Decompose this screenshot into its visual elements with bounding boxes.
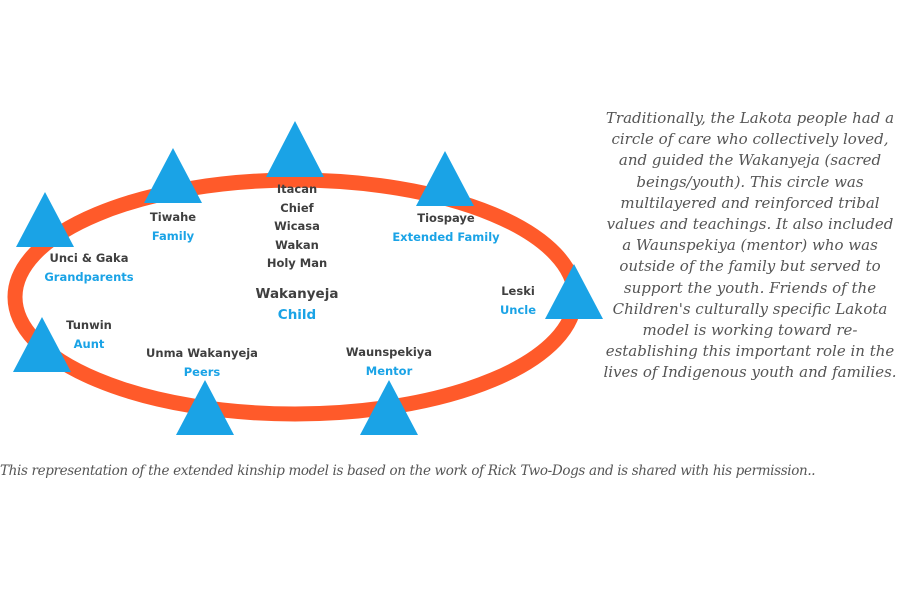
unma-wakanyeja-english-label: Peers <box>183 365 221 379</box>
tiospaye-triangle-icon <box>416 151 474 206</box>
top-stack: Itacan Chief Wicasa Wakan Holy Man <box>267 180 327 273</box>
center-lakota-label: Wakanyeja <box>255 286 339 302</box>
unma-wakanyeja-triangle-icon <box>176 380 234 435</box>
leski-lakota-label: Leski <box>501 284 535 298</box>
tiospaye-english-label: Extended Family <box>392 230 500 244</box>
relation-markers <box>13 121 603 435</box>
caption-text: This representation of the extended kins… <box>0 463 816 479</box>
tiwahe-lakota-label: Tiwahe <box>149 210 197 224</box>
itacan-triangle-icon <box>266 121 324 177</box>
top-stack-line: Chief <box>280 200 314 215</box>
tiwahe-english-label: Family <box>151 229 195 243</box>
top-stack-line: Holy Man <box>266 256 328 270</box>
unci-gaka-english-label: Grandparents <box>44 270 134 284</box>
kinship-diagram <box>7 121 603 435</box>
waunspekiya-triangle-icon <box>360 380 418 435</box>
unci-gaka-lakota-label: Unci & Gaka <box>49 251 129 265</box>
tunwin-lakota-label: Tunwin <box>66 318 112 332</box>
description-text: Traditionally, the Lakota people had a c… <box>603 109 897 382</box>
center-english-label: Child <box>277 307 317 323</box>
top-stack-line: Itacan <box>276 182 318 196</box>
unma-wakanyeja-lakota-label: Unma Wakanyeja <box>146 346 258 360</box>
tiospaye-lakota-label: Tiospaye <box>417 211 475 225</box>
waunspekiya-english-label: Mentor <box>365 364 413 378</box>
tunwin-english-label: Aunt <box>73 337 105 351</box>
top-stack-line: Wakan <box>275 237 319 252</box>
unci-gaka-triangle-icon <box>16 192 74 247</box>
leski-triangle-icon <box>545 264 603 319</box>
leski-english-label: Uncle <box>499 303 537 317</box>
top-stack-line: Wicasa <box>274 219 320 233</box>
waunspekiya-lakota-label: Waunspekiya <box>345 345 433 359</box>
tunwin-triangle-icon <box>13 317 71 372</box>
tiwahe-triangle-icon <box>144 148 202 203</box>
